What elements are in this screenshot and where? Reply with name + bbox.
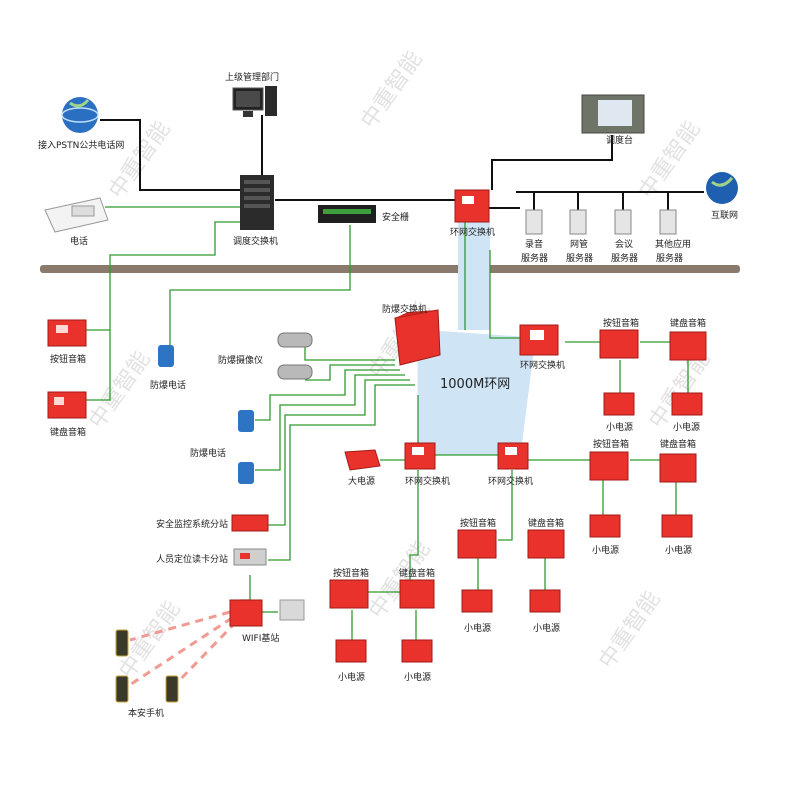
ring-upper-band	[458, 222, 490, 330]
button-speaker-icon	[589, 451, 629, 481]
button-speaker-icon	[47, 319, 87, 347]
ring-sw-br-label: 环网交换机	[488, 475, 533, 487]
small-power-icon	[589, 514, 621, 538]
watermark: 中重智能	[84, 347, 155, 433]
upper-mgmt-label: 上级管理部门	[225, 71, 279, 83]
ring-switch-br-icon	[497, 442, 529, 470]
pstn-globe-icon	[61, 97, 99, 133]
watermark: 中重智能	[594, 587, 665, 673]
safety-monitor-icon	[231, 514, 269, 532]
big-power-label: 大电源	[348, 475, 375, 487]
exp-camera-label: 防爆摄像仪	[218, 354, 263, 366]
btn-speaker-left-label: 按钮音箱	[50, 353, 86, 365]
small-ba-label: 小电源	[338, 671, 365, 683]
ring-sw-bl-label: 环网交换机	[405, 475, 450, 487]
security-gate-label: 安全栅	[382, 211, 409, 223]
btn-r2-label: 按钮音箱	[593, 438, 629, 450]
small-r1b-label: 小电源	[673, 421, 700, 433]
handset-icon	[115, 629, 179, 703]
explosion-proof-switch-icon	[394, 309, 441, 366]
server-icon	[659, 209, 677, 235]
ring-switch-right-icon	[519, 324, 559, 356]
watermark: 中重智能	[634, 117, 705, 203]
exp-switch-label: 防爆交换机	[382, 303, 427, 315]
wifi-links	[124, 610, 238, 690]
small-power-icon	[335, 639, 367, 663]
small-mb-label: 小电源	[533, 622, 560, 634]
server-rec-label-2: 服务器	[521, 252, 548, 264]
explosion-proof-phone-icon	[238, 410, 254, 484]
kbd-b-label: 键盘音箱	[399, 567, 435, 579]
keyboard-speaker-icon	[659, 453, 697, 483]
phone-label: 电话	[70, 235, 88, 247]
computer-icon	[232, 86, 277, 117]
small-bb-label: 小电源	[404, 671, 431, 683]
surface-links	[100, 115, 704, 210]
server-meet-label-2: 服务器	[611, 252, 638, 264]
wifi-base-label: WIFI基站	[242, 632, 279, 644]
pstn-label: 接入PSTN公共电话网	[38, 139, 124, 151]
kbd-r1-label: 键盘音箱	[670, 317, 706, 329]
kbd-m-label: 键盘音箱	[528, 517, 564, 529]
dispatch-switch-label: 调度交换机	[233, 235, 278, 247]
keyboard-speaker-icon	[527, 529, 565, 559]
server-other-label-2: 服务器	[656, 252, 683, 264]
keyboard-speaker-icon	[399, 579, 435, 609]
server-icon	[525, 209, 543, 235]
safety-monitor-label: 安全监控系统分站	[156, 518, 228, 530]
server-net-label-2: 服务器	[566, 252, 593, 264]
btn-r1-label: 按钮音箱	[603, 317, 639, 329]
small-power-icon	[401, 639, 433, 663]
server-net-label: 网管	[570, 238, 588, 250]
internet-globe-icon	[706, 172, 738, 204]
server-other-label: 其他应用	[655, 238, 691, 250]
button-speaker-icon	[329, 579, 369, 609]
small-power-icon	[671, 392, 703, 416]
kbd-r2-label: 键盘音箱	[660, 438, 696, 450]
ring-sw-right-label: 环网交换机	[520, 359, 565, 371]
small-ma-label: 小电源	[464, 622, 491, 634]
telephone-icon	[44, 197, 109, 233]
server-icon	[614, 209, 632, 235]
small-power-icon	[529, 589, 561, 613]
button-speaker-icon	[457, 529, 497, 559]
internet-label: 互联网	[711, 210, 738, 221]
keyboard-speaker-icon	[47, 391, 87, 419]
wifi-base-icon	[229, 599, 305, 627]
ring-switch-bl-icon	[404, 442, 436, 470]
small-power-icon	[661, 514, 693, 538]
server-rec-label: 录音	[525, 238, 543, 250]
personnel-reader-icon	[233, 548, 267, 566]
console-label: 调度台	[606, 134, 633, 146]
personnel-pos-label: 人员定位读卡分站	[156, 553, 228, 565]
kbd-speaker-left-label: 键盘音箱	[50, 426, 86, 438]
handset-label: 本安手机	[128, 707, 164, 719]
ground-line	[40, 265, 740, 273]
explosion-proof-phone-icon	[158, 345, 174, 367]
camera-icon	[277, 332, 313, 380]
server-meet-label: 会议	[615, 238, 633, 250]
btn-m-label: 按钮音箱	[460, 517, 496, 529]
btn-b-label: 按钮音箱	[333, 567, 369, 579]
security-gate-icon	[318, 205, 376, 223]
ring-label: 1000M环网	[440, 377, 510, 392]
small-r2b-label: 小电源	[665, 544, 692, 556]
small-r1a-label: 小电源	[606, 421, 633, 433]
small-r2a-label: 小电源	[592, 544, 619, 556]
server-icon	[569, 209, 587, 235]
dispatch-switch-icon	[240, 175, 274, 230]
small-power-icon	[461, 589, 493, 613]
ring-switch-top-label: 环网交换机	[450, 226, 495, 238]
exp-phone-mid-label: 防爆电话	[190, 447, 226, 459]
exp-phone-left-label: 防爆电话	[150, 379, 186, 391]
keyboard-speaker-icon	[669, 331, 707, 361]
button-speaker-icon	[599, 329, 639, 359]
console-icon	[581, 94, 645, 134]
big-power-icon	[344, 449, 381, 471]
ring-switch-top-icon	[454, 189, 490, 223]
watermark: 中重智能	[356, 47, 427, 133]
small-power-icon	[603, 392, 635, 416]
